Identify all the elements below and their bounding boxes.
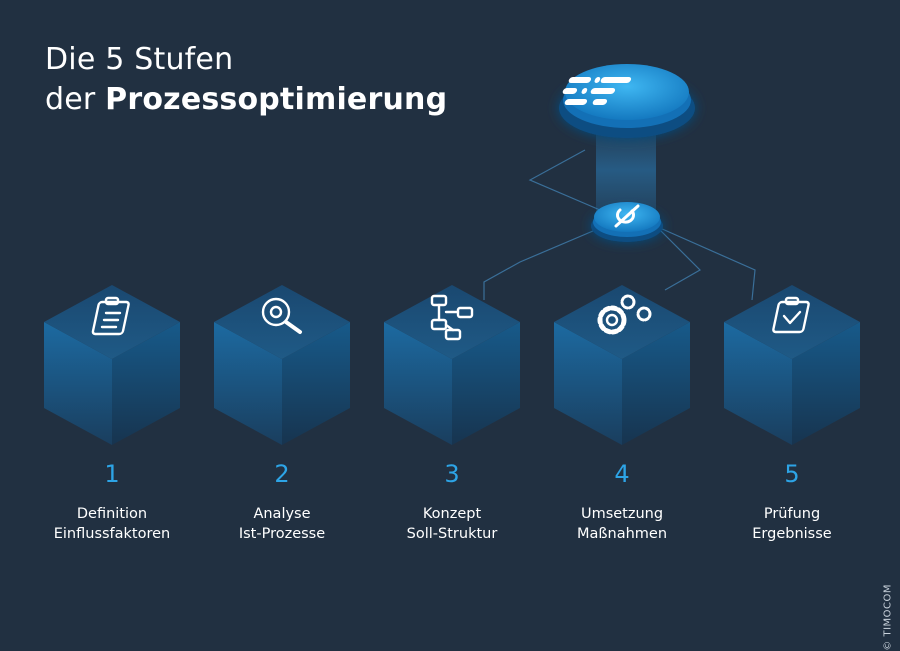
connector-line-step-4 [659, 229, 701, 291]
cube-step-4 [554, 285, 690, 445]
cube-left-face [214, 322, 282, 445]
connector-lines [483, 149, 756, 301]
step-label-line-1: Prüfung [763, 506, 821, 522]
cube-step-3 [384, 285, 520, 445]
process-diagram [44, 64, 860, 445]
gears-icon [597, 294, 652, 335]
step-label-line-2: Einflussfaktoren [53, 526, 171, 542]
step-label-line-2: Soll-Struktur [406, 526, 498, 542]
step-number: 3 [444, 460, 460, 488]
step-1: 1 Definition Einflussfaktoren [27, 460, 197, 544]
hub-top-disc [559, 64, 695, 138]
cube-right-face [792, 322, 860, 445]
step-label-line-1: Analyse [253, 506, 311, 522]
cube-left-face [724, 322, 792, 445]
step-2: 2 Analyse Ist-Prozesse [197, 460, 367, 544]
step-number: 2 [274, 460, 290, 488]
connector-line-step-5 [659, 227, 756, 301]
step-label-line-2: Ist-Prozesse [238, 526, 326, 542]
cube-top-face [214, 285, 350, 359]
connector-icon [614, 204, 640, 228]
step-number: 1 [104, 460, 120, 488]
cube-right-face [452, 322, 520, 445]
connector-line-top [528, 149, 601, 211]
step-label-line-2: Maßnahmen [576, 526, 668, 542]
cube-top-face [384, 285, 520, 359]
cube-left-face [44, 322, 112, 445]
step-label-line-1: Konzept [422, 506, 482, 522]
cubes [44, 285, 860, 445]
clipboard-list-icon [91, 296, 130, 336]
cube-right-face [282, 322, 350, 445]
title-line-2: der Prozessoptimierung [45, 80, 447, 120]
step-number: 4 [614, 460, 630, 488]
connector-line-step-3 [483, 227, 601, 300]
step-5: 5 Prüfung Ergebnisse [707, 460, 877, 544]
title-line-1: Die 5 Stufen [45, 42, 234, 77]
magnifier-gear-icon [261, 297, 302, 334]
step-label-line-1: Definition [76, 506, 148, 522]
cube-right-face [112, 322, 180, 445]
step-3: 3 Konzept Soll-Struktur [367, 460, 537, 544]
step-number: 5 [784, 460, 800, 488]
page-title: Die 5 Stufen der Prozessoptimierung [45, 40, 447, 120]
hub-middle-disc [591, 202, 663, 242]
step-4: 4 Umsetzung Maßnahmen [537, 460, 707, 544]
cube-left-face [384, 322, 452, 445]
title-line-2-prefix: der [45, 82, 106, 117]
cube-step-2 [214, 285, 350, 445]
step-label-line-1: Umsetzung [580, 506, 664, 522]
cube-step-5 [724, 285, 860, 445]
cube-step-1 [44, 285, 180, 445]
clipboard-check-icon [772, 296, 810, 334]
cube-left-face [554, 322, 622, 445]
cube-right-face [622, 322, 690, 445]
title-line-2-bold: Prozessoptimierung [105, 82, 448, 117]
step-label-line-2: Ergebnisse [752, 526, 832, 542]
copyright: © TIMOCOM [883, 584, 894, 651]
timocom-logo-icon [562, 77, 632, 105]
cube-top-face [44, 285, 180, 359]
flowchart-icon [430, 294, 474, 341]
